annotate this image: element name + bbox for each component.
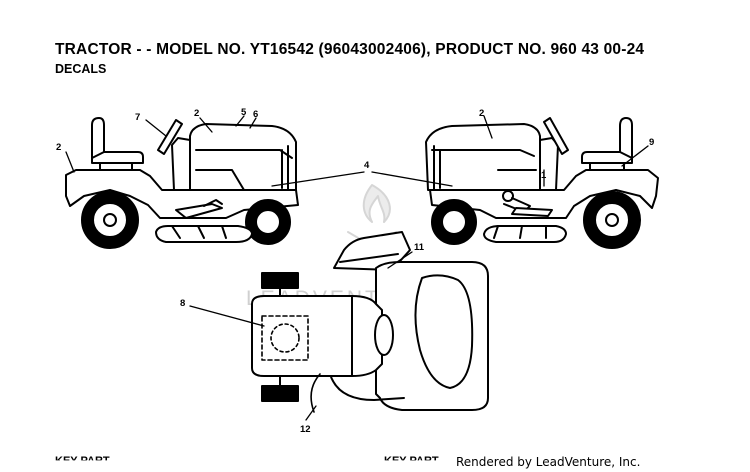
tractor-left-side-view (65, 117, 299, 249)
mower-deck-left (155, 225, 253, 243)
hood-left (189, 123, 297, 191)
parts-table-header-left: KEY PART (55, 455, 110, 467)
callout-12: 12 (300, 424, 311, 435)
fender-right (429, 169, 659, 219)
fender-left (65, 169, 299, 219)
steering-wheel-right (543, 117, 569, 155)
decal-8-outline (261, 315, 309, 361)
steering-column-right (539, 137, 559, 191)
seat-back-right (619, 117, 633, 159)
render-credit: Rendered by LeadVenture, Inc. (456, 455, 641, 469)
seat-base-right (581, 151, 633, 164)
seat-back-left (91, 117, 105, 159)
callout-5: 5 (241, 107, 247, 118)
steering-top-view (374, 314, 394, 356)
callout-4: 4 (364, 160, 370, 171)
hood-top-view (251, 295, 383, 377)
steering-wheel-left (157, 119, 183, 155)
callout-2-seat-left: 2 (56, 142, 61, 153)
callout-7: 7 (135, 112, 140, 123)
callout-2-hood-right: 2 (479, 108, 484, 119)
callout-numbers: 2 7 2 5 6 4 2 9 1 11 8 12 (56, 107, 654, 435)
front-tire-top (261, 272, 299, 289)
page-title: TRACTOR - - MODEL NO. YT16542 (960430024… (55, 41, 645, 58)
seat-base-left (91, 151, 144, 164)
callout-11: 11 (414, 242, 425, 253)
tractor-top-view (251, 231, 489, 413)
parts-table-header-mid: KEY PART (384, 455, 439, 467)
front-tire-bottom (261, 385, 299, 402)
callout-1: 1 (541, 170, 547, 181)
tractor-right-side-view (425, 117, 659, 249)
callout-6: 6 (253, 109, 258, 120)
callout-9: 9 (649, 137, 654, 148)
watermark-flame-icon (362, 184, 391, 223)
callout-8: 8 (180, 298, 185, 309)
page-subtitle: DECALS (55, 62, 107, 76)
callout-2-hood-left: 2 (194, 108, 199, 119)
hood-right (425, 123, 541, 191)
leader-lines (65, 115, 649, 421)
steering-column-left (171, 137, 191, 191)
